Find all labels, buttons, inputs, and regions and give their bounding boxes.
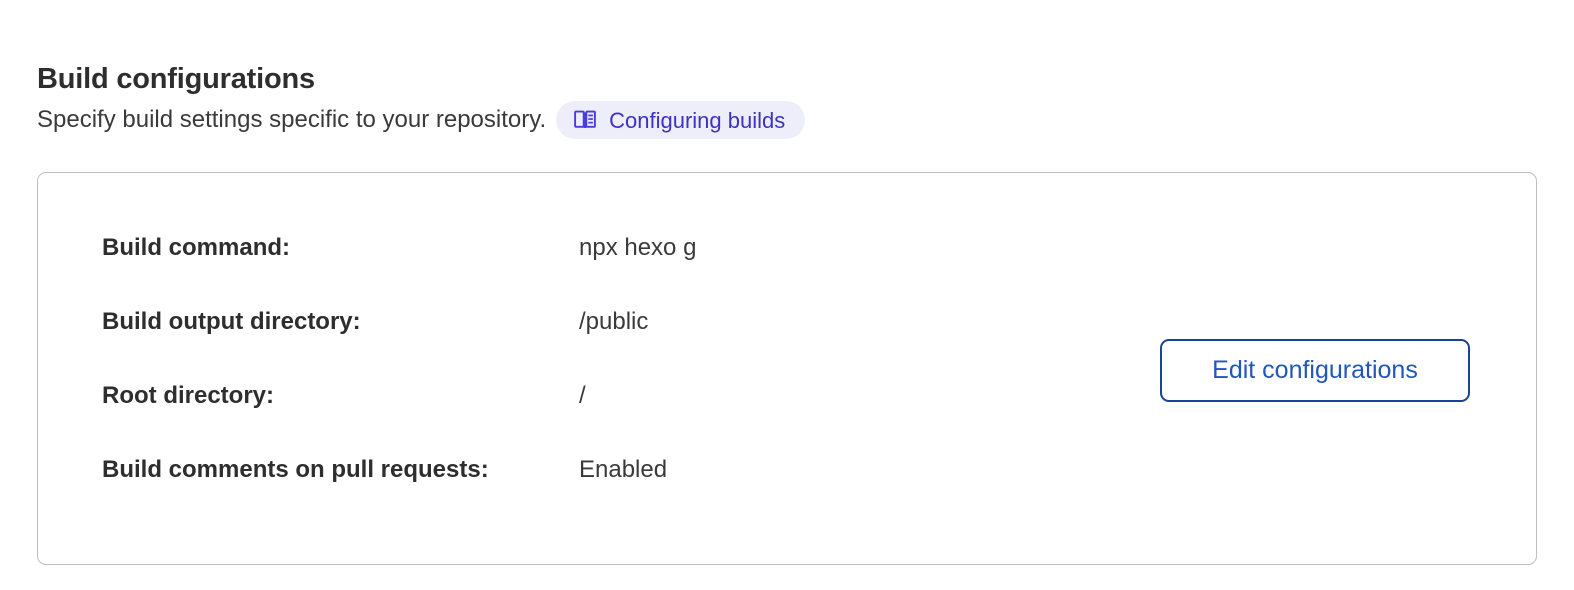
edit-configurations-button[interactable]: Edit configurations	[1160, 339, 1470, 402]
config-value: /public	[579, 308, 649, 335]
config-label: Build output directory:	[102, 308, 361, 335]
config-label: Build comments on pull requests:	[102, 456, 489, 483]
config-row-build-comments-on-pull-requests: Build comments on pull requests: Enabled	[102, 455, 696, 529]
page-subtitle: Specify build settings specific to your …	[37, 106, 547, 133]
config-row-build-command: Build command: npx hexo g	[102, 233, 696, 307]
config-value: Enabled	[579, 456, 668, 483]
book-icon	[574, 110, 596, 130]
config-label: Build command:	[102, 234, 291, 261]
page-title: Build configurations	[37, 63, 315, 96]
build-configurations-card: Build command: npx hexo g Build output d…	[37, 172, 1537, 565]
config-value: npx hexo g	[579, 234, 697, 261]
config-row-build-output-directory: Build output directory: /public	[102, 307, 696, 381]
config-row-root-directory: Root directory: /	[102, 381, 696, 455]
config-value: /	[579, 382, 586, 409]
configuring-builds-doc-link[interactable]: Configuring builds	[556, 101, 806, 139]
subtitle-row: Specify build settings specific to your …	[37, 101, 806, 139]
config-label: Root directory:	[102, 382, 275, 409]
doc-link-label: Configuring builds	[609, 108, 786, 133]
build-configurations-list: Build command: npx hexo g Build output d…	[102, 233, 696, 529]
